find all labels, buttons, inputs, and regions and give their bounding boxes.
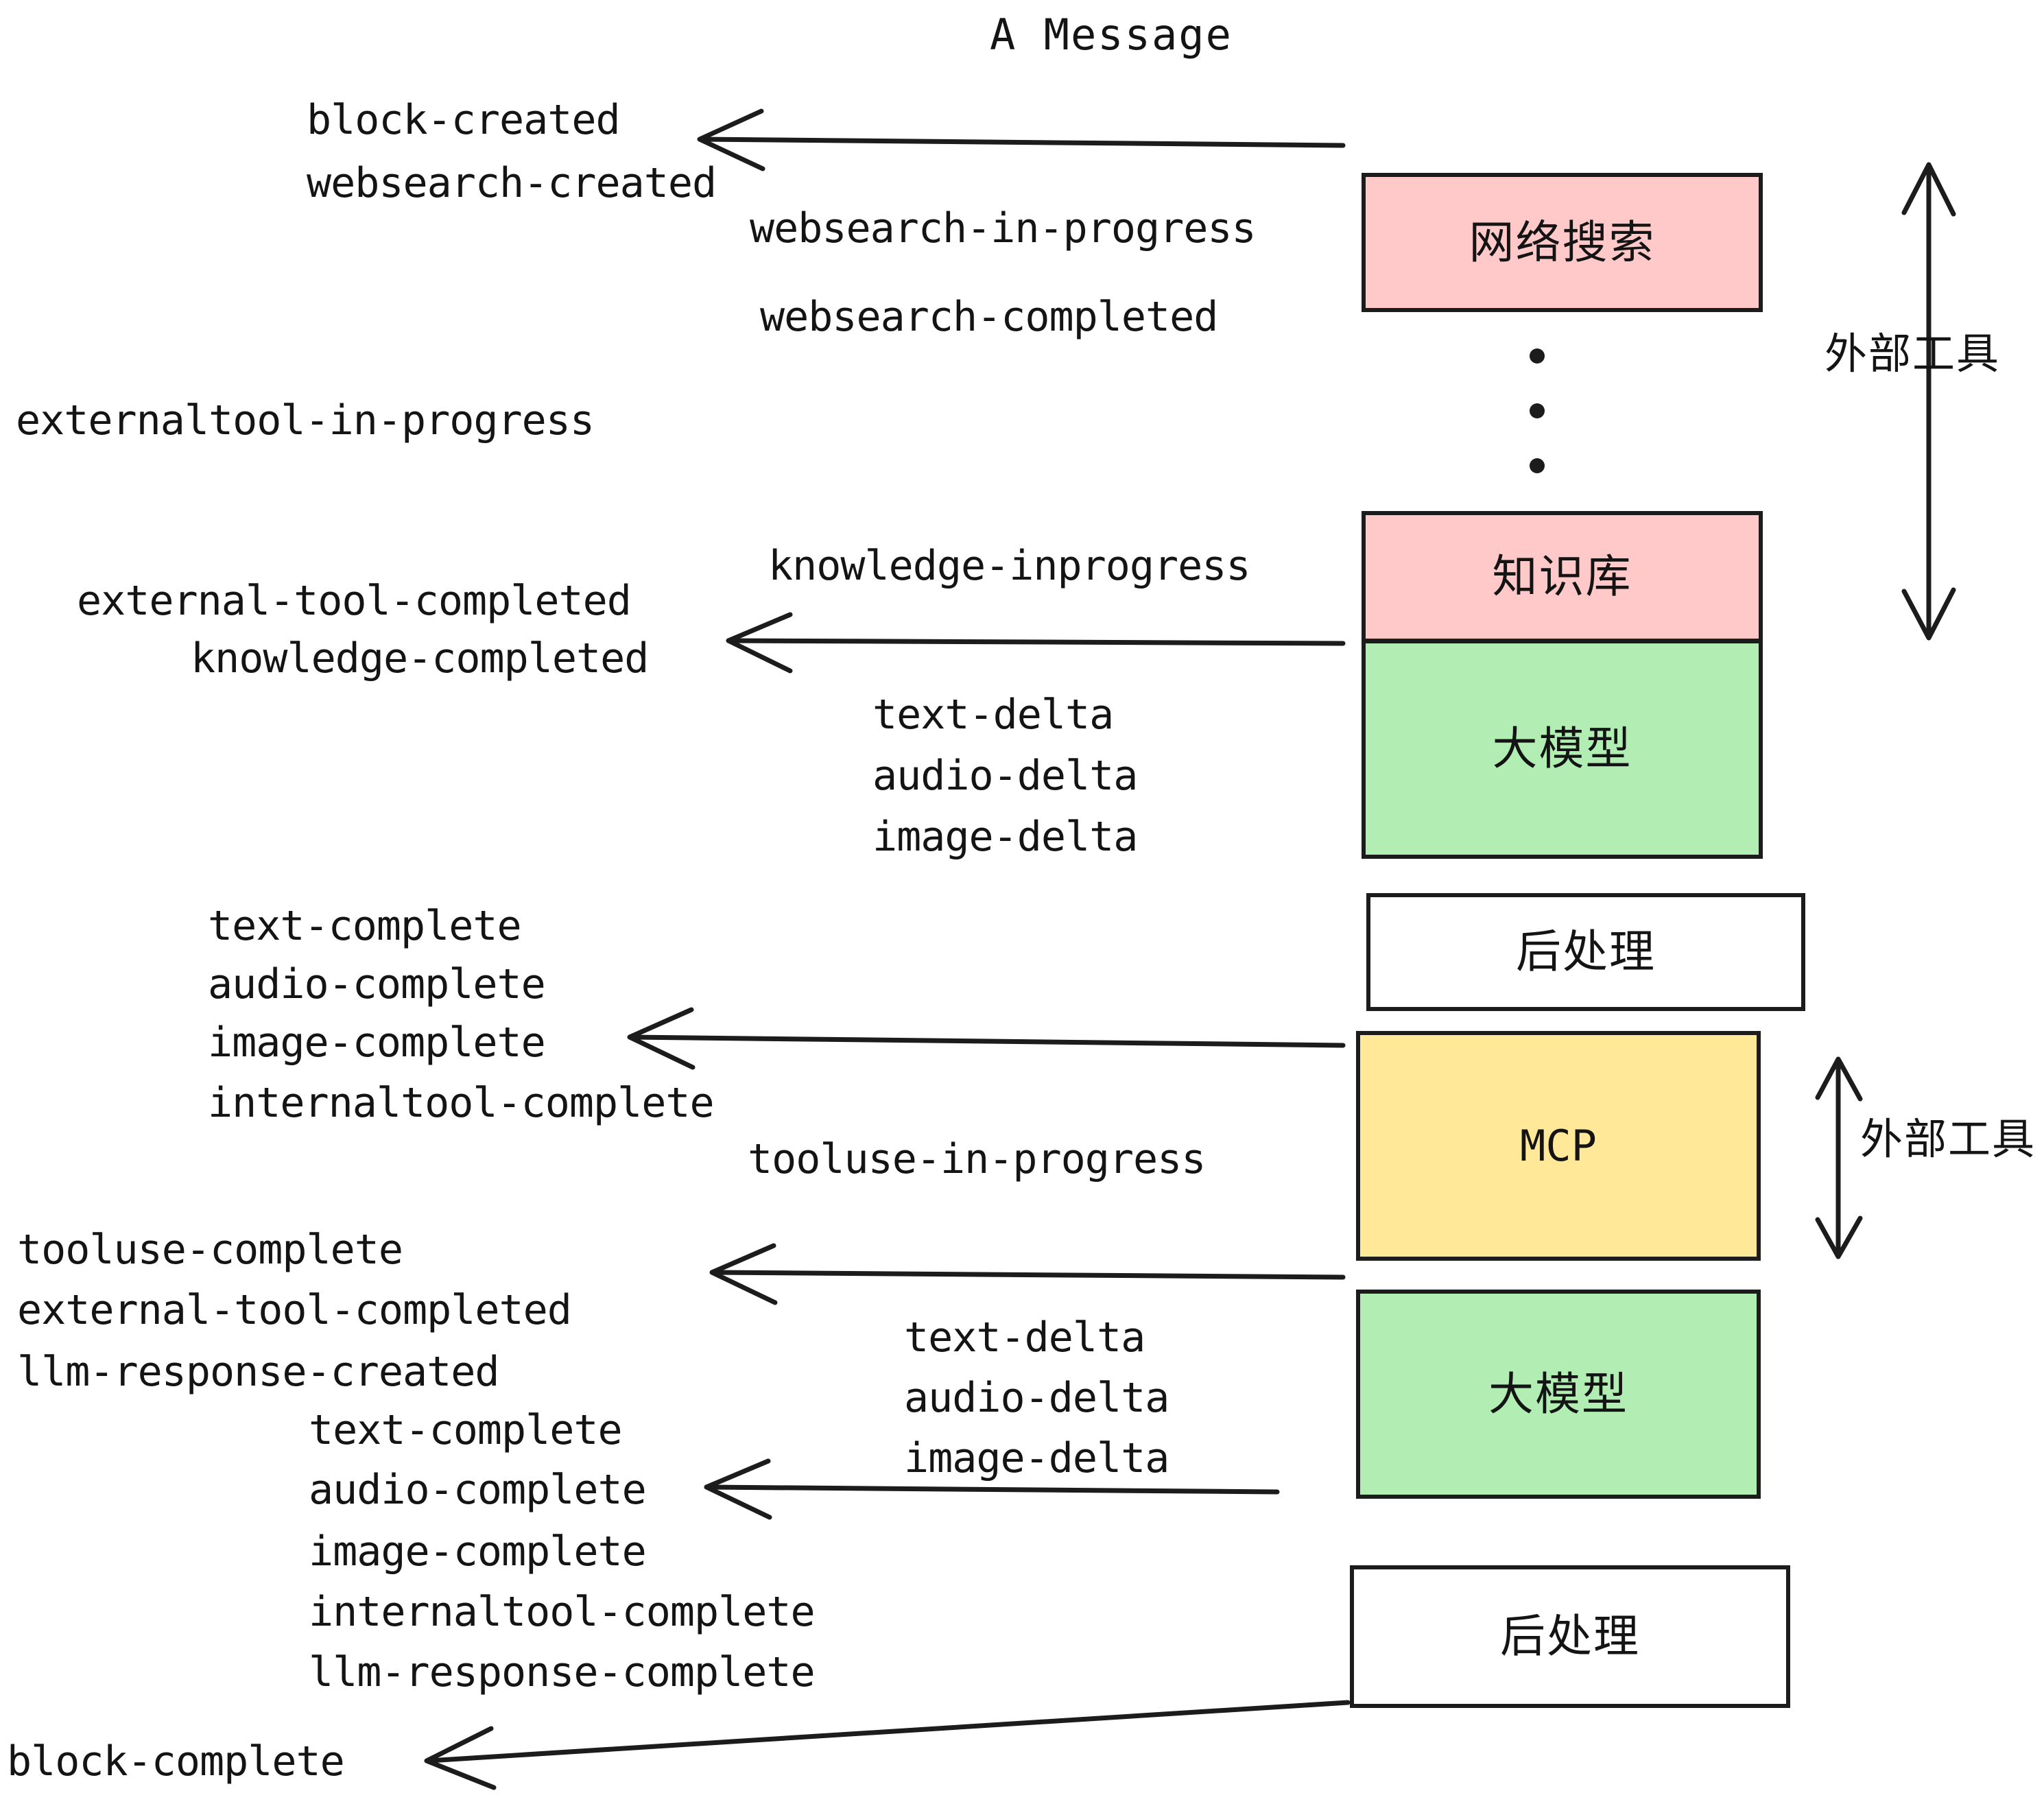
event-audio-delta-1: audio-delta	[872, 752, 1138, 800]
arrow-knowledge-to-completed	[726, 612, 1346, 674]
event-image-complete-1: image-complete	[208, 1019, 546, 1067]
event-tooluse-in-progress: tooluse-in-progress	[748, 1135, 1206, 1183]
event-websearch-created: websearch-created	[307, 159, 717, 207]
event-image-delta-2: image-delta	[904, 1434, 1169, 1482]
side-label-external-tools-bottom: 外部工具	[1860, 1114, 2036, 1164]
event-llm-response-complete: llm-response-complete	[309, 1648, 816, 1696]
event-audio-delta-2: audio-delta	[904, 1374, 1169, 1422]
event-websearch-completed: websearch-completed	[760, 293, 1218, 341]
event-internaltool-complete-1: internaltool-complete	[208, 1079, 715, 1127]
node-knowledge[interactable]: 知识库	[1362, 511, 1763, 643]
event-knowledge-completed: knowledge-completed	[191, 634, 649, 683]
event-audio-complete-2: audio-complete	[309, 1466, 647, 1514]
event-knowledge-inprogress: knowledge-inprogress	[768, 542, 1250, 590]
arrow-llm2-to-tooluse-complete	[709, 1243, 1346, 1305]
event-text-delta-1: text-delta	[872, 691, 1114, 739]
node-postprocess-2[interactable]: 后处理	[1350, 1565, 1790, 1708]
node-websearch-label: 网络搜索	[1469, 215, 1656, 269]
event-internaltool-complete-2: internaltool-complete	[309, 1588, 816, 1636]
node-llm-1-label: 大模型	[1492, 722, 1632, 775]
event-audio-complete-1: audio-complete	[208, 960, 546, 1008]
event-websearch-in-progress: websearch-in-progress	[750, 204, 1257, 252]
ellipsis-dot-2	[1530, 403, 1545, 418]
event-externaltool-in-progress: externaltool-in-progress	[16, 396, 595, 444]
event-image-delta-1: image-delta	[872, 813, 1138, 861]
node-postprocess-2-label: 后处理	[1500, 1610, 1640, 1663]
arrow-postprocess-to-block-complete	[424, 1700, 1351, 1790]
arrow-websearch-to-created	[697, 108, 1346, 171]
bracket-external-tools-bottom	[1815, 1056, 1863, 1259]
event-llm-response-created: llm-response-created	[17, 1348, 499, 1396]
event-text-complete-2: text-complete	[309, 1406, 623, 1454]
bracket-external-tools-top	[1901, 162, 1956, 641]
ellipsis-dot-1	[1530, 348, 1545, 364]
node-llm-2-label: 大模型	[1488, 1367, 1628, 1421]
arrow-mcp-to-image-complete	[627, 1007, 1346, 1070]
node-llm-1[interactable]: 大模型	[1362, 639, 1763, 859]
node-websearch[interactable]: 网络搜索	[1362, 173, 1763, 312]
event-external-tool-completed-1: external-tool-completed	[77, 577, 632, 625]
event-text-delta-2: text-delta	[904, 1314, 1145, 1362]
side-label-external-tools-top: 外部工具	[1825, 329, 2001, 379]
event-text-complete-1: text-complete	[208, 902, 522, 950]
node-llm-2[interactable]: 大模型	[1356, 1290, 1761, 1499]
node-knowledge-label: 知识库	[1492, 550, 1632, 603]
diagram-title: A Message	[990, 10, 1233, 60]
event-external-tool-completed-2: external-tool-completed	[17, 1286, 572, 1334]
node-mcp-label: MCP	[1520, 1120, 1597, 1171]
node-mcp[interactable]: MCP	[1356, 1031, 1761, 1261]
event-block-created: block-created	[307, 96, 621, 144]
event-tooluse-complete: tooluse-complete	[17, 1226, 403, 1274]
ellipsis-dot-3	[1530, 458, 1545, 473]
node-postprocess-1-label: 后处理	[1516, 925, 1656, 978]
node-postprocess-1[interactable]: 后处理	[1366, 893, 1805, 1011]
event-block-complete: block-complete	[7, 1737, 345, 1785]
event-image-complete-2: image-complete	[309, 1528, 647, 1576]
